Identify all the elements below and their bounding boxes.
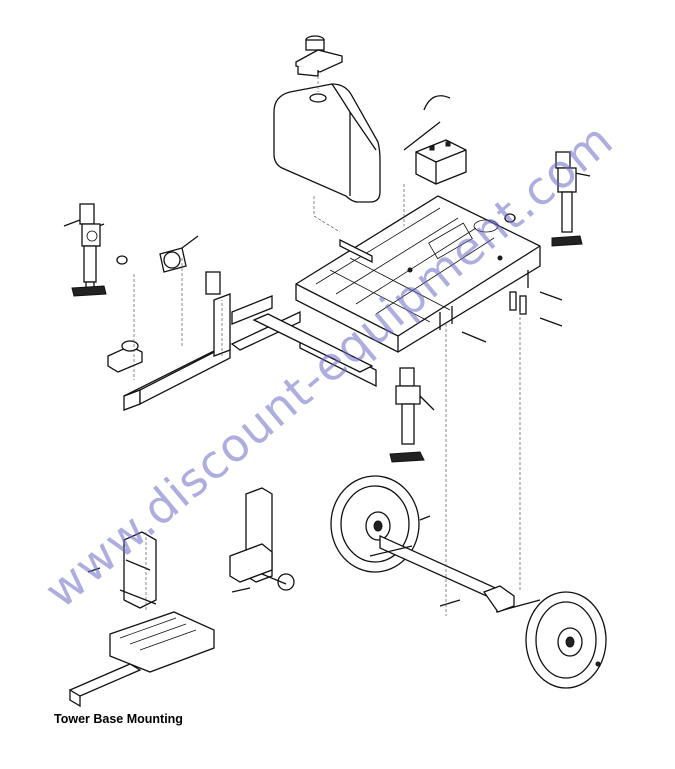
tower-base-parts	[68, 487, 295, 708]
fuel-cap-bracket	[295, 35, 343, 77]
tongue-assembly	[107, 235, 377, 411]
right-swivel-jack	[504, 151, 591, 247]
battery	[403, 95, 467, 185]
mounting-bolts	[461, 291, 563, 343]
axle-wheel-assembly	[330, 475, 607, 689]
diagram-caption: Tower Base Mounting	[54, 712, 183, 726]
fuel-tank	[273, 83, 381, 203]
main-frame	[295, 195, 541, 353]
hidden-assembly-lines	[133, 76, 521, 616]
center-jack	[389, 367, 435, 463]
left-swivel-jack	[63, 203, 128, 297]
